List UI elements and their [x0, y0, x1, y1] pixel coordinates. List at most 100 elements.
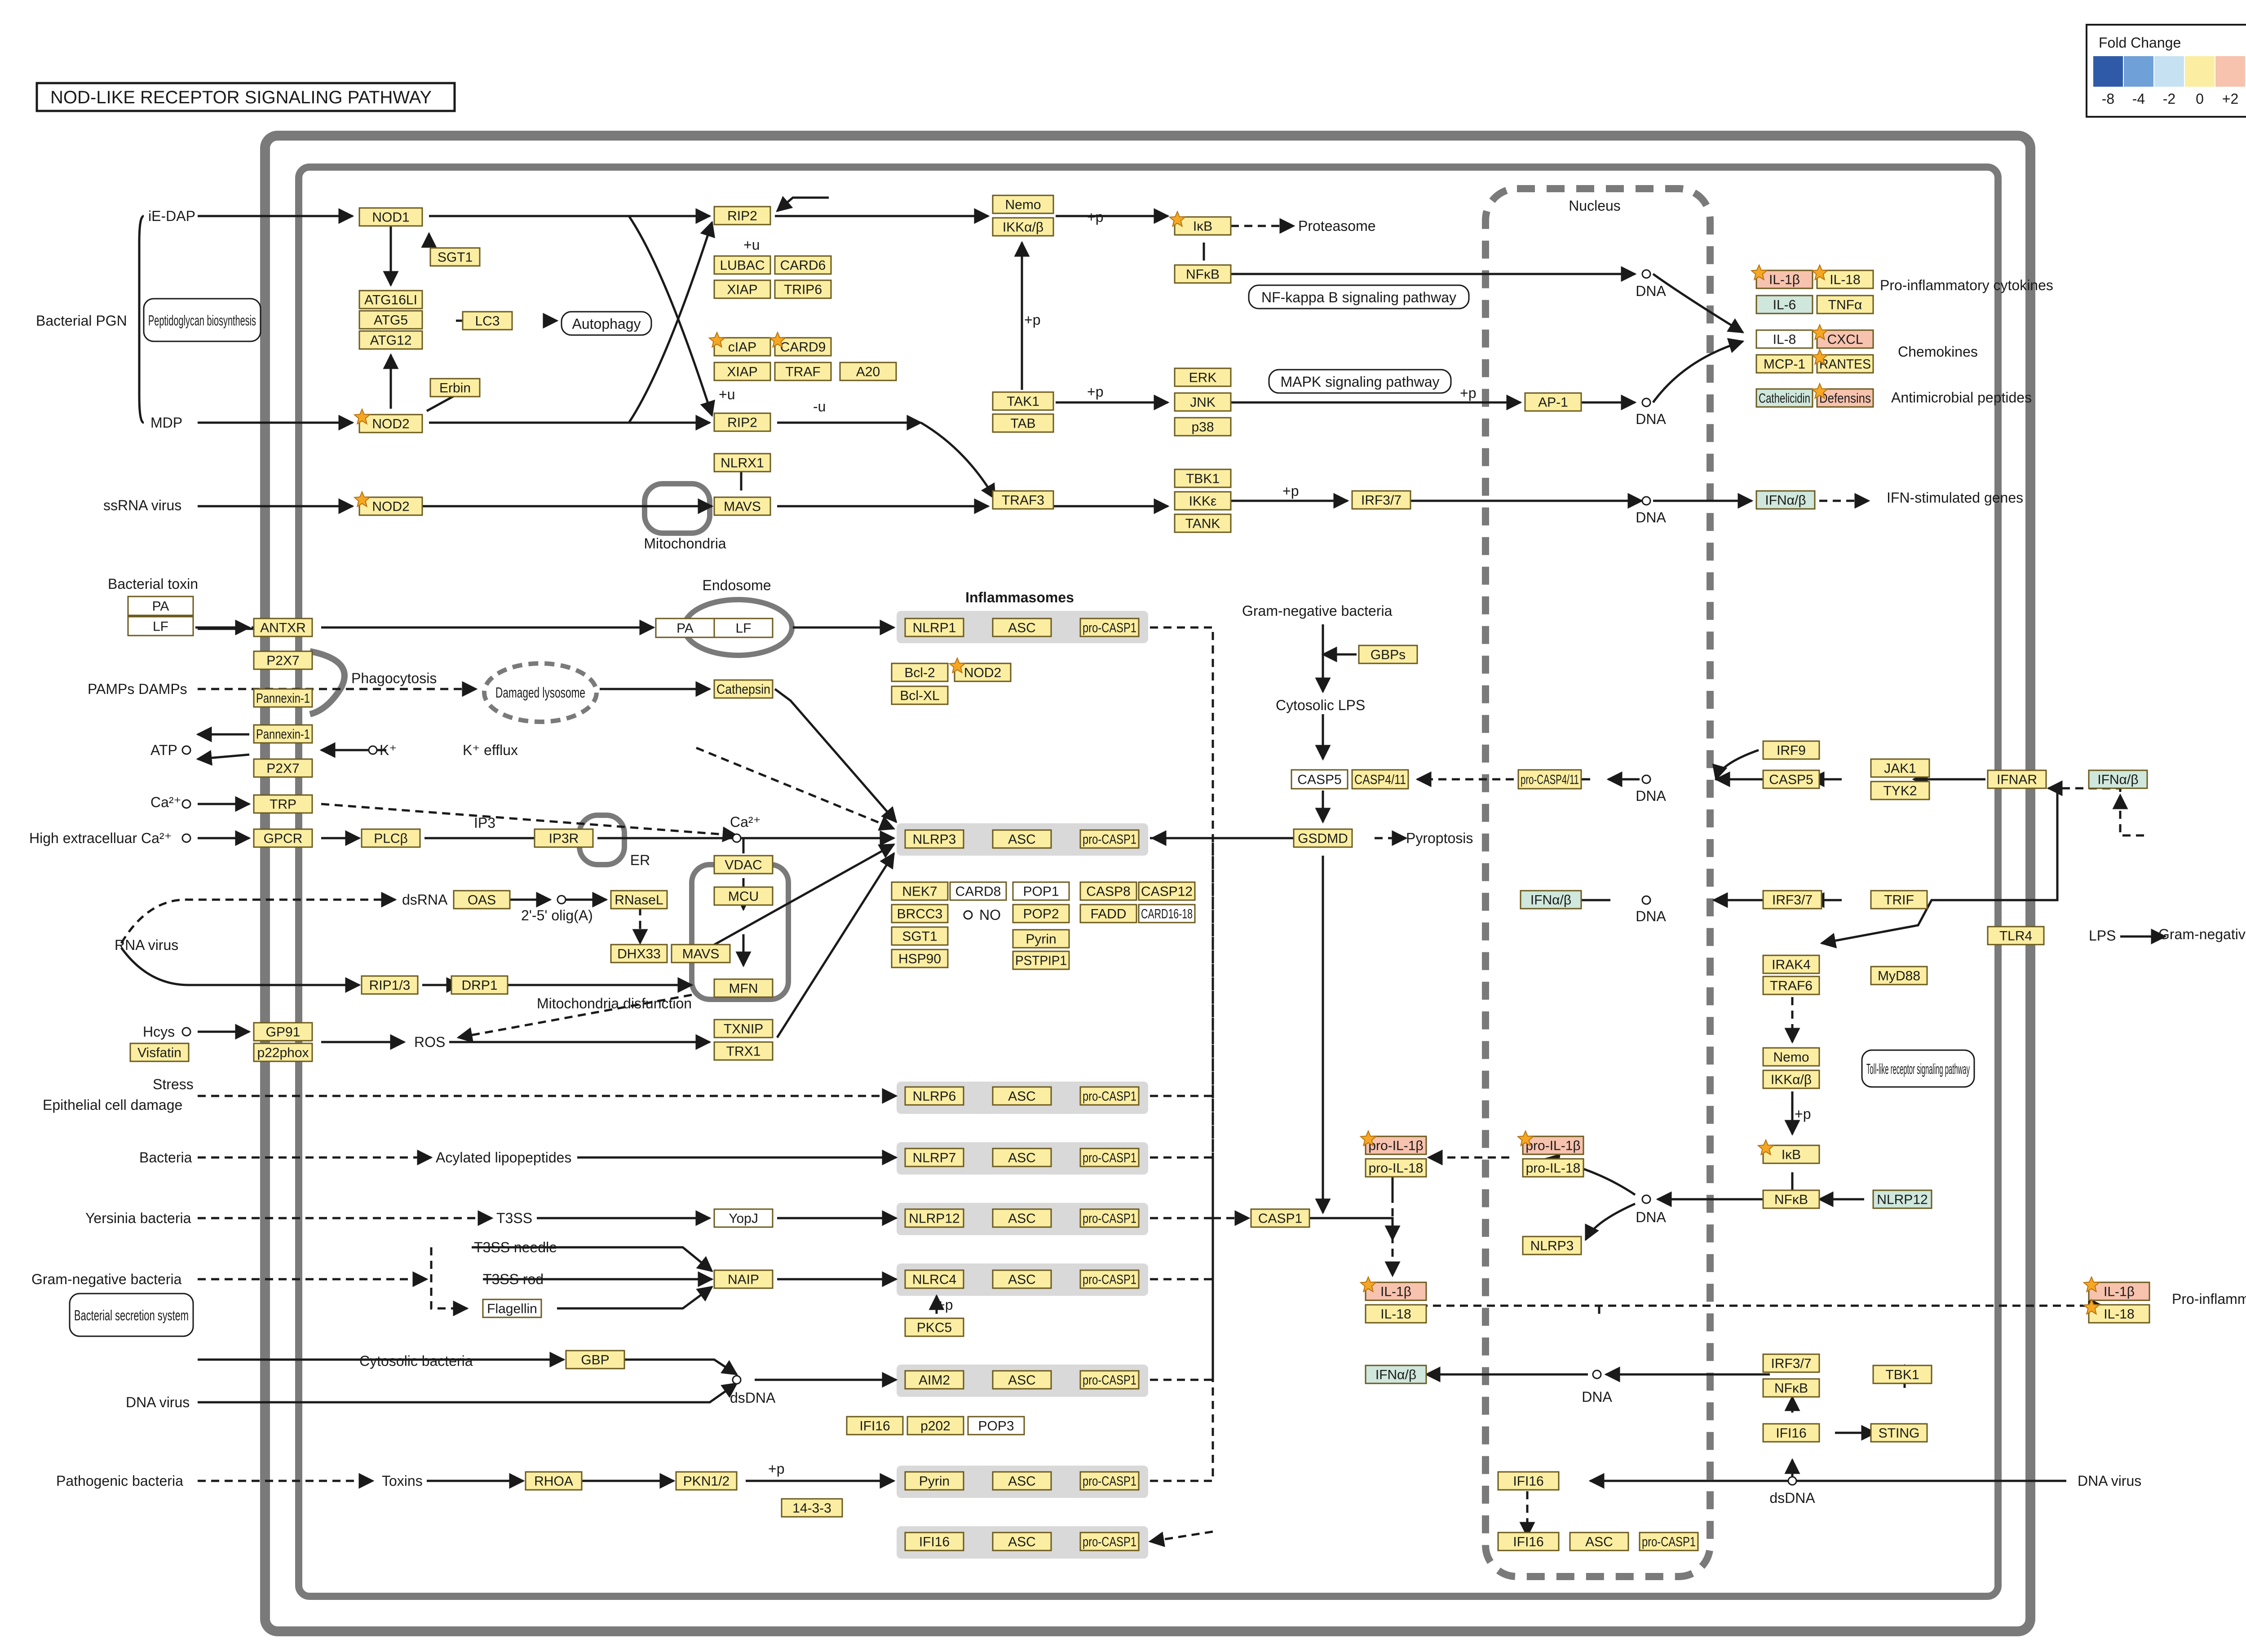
gene-node-proil18a[interactable]: pro-IL-18	[1365, 1158, 1427, 1178]
gene-node-nlrp1[interactable]: NLRP1	[904, 618, 964, 637]
gene-node-txnip[interactable]: TXNIP	[713, 1019, 774, 1038]
gene-node-pkn12[interactable]: PKN1/2	[675, 1471, 738, 1491]
gene-node-flagellin[interactable]: Flagellin	[482, 1299, 542, 1318]
gene-node-naip[interactable]: NAIP	[713, 1269, 774, 1289]
gene-node-xiapa[interactable]: XIAP	[713, 279, 771, 299]
gene-node-procasp1a[interactable]: pro-CASP1	[1079, 618, 1140, 637]
gene-node-ifi16e[interactable]: IFI16	[1762, 1423, 1820, 1443]
gene-node-nlrp6[interactable]: NLRP6	[904, 1086, 964, 1106]
gene-node-tlr4[interactable]: TLR4	[1987, 926, 2045, 945]
gene-node-procasp1f[interactable]: pro-CASP1	[1079, 1269, 1140, 1289]
gene-node-pannexin1a[interactable]: Pannexin-1	[253, 688, 313, 708]
gene-node-ifi16d[interactable]: IFI16	[1497, 1532, 1560, 1551]
gene-node-procasp411[interactable]: pro-CASP4/11	[1517, 769, 1582, 790]
gene-node-pstpip1[interactable]: PSTPIP1	[1012, 950, 1070, 970]
gene-node-irf37b[interactable]: IRF3/7	[1762, 890, 1822, 910]
gene-node-casp5a[interactable]: CASP5	[1291, 769, 1348, 790]
gene-node-nlrp7[interactable]: NLRP7	[904, 1148, 964, 1167]
gene-node-procasp1e[interactable]: pro-CASP1	[1079, 1208, 1140, 1228]
gene-node-myd88[interactable]: MyD88	[1870, 966, 1928, 985]
gene-node-il6[interactable]: IL-6	[1755, 295, 1813, 314]
gene-node-procasp1d[interactable]: pro-CASP1	[1079, 1148, 1140, 1167]
gene-node-ifi16a[interactable]: IFI16	[846, 1416, 904, 1436]
gene-node-gbp[interactable]: GBP	[565, 1350, 625, 1369]
gene-node-p2x7a[interactable]: P2X7	[253, 650, 313, 670]
pathway-link-nfkb[interactable]: NF-kappa B signaling pathway	[1248, 284, 1470, 309]
pathway-link-autophagy[interactable]: Autophagy	[561, 311, 652, 336]
gene-node-p22phox[interactable]: p22phox	[253, 1042, 313, 1062]
gene-node-plcb[interactable]: PLCβ	[361, 828, 421, 848]
gene-node-ikb2[interactable]: IκB	[1757, 1139, 1820, 1164]
gene-node-traf[interactable]: TRAF	[774, 362, 832, 381]
gene-node-lf2[interactable]: LF	[713, 618, 774, 638]
gene-node-card9[interactable]: CARD9	[769, 331, 832, 357]
gene-node-casp5b[interactable]: CASP5	[1762, 769, 1820, 789]
gene-node-pannexin1b[interactable]: Pannexin-1	[253, 724, 313, 744]
gene-node-nlrp3a[interactable]: NLRP3	[904, 829, 964, 849]
gene-node-nemo1[interactable]: Nemo	[992, 194, 1054, 214]
gene-node-brcc3[interactable]: BRCC3	[891, 904, 949, 923]
gene-node-card8[interactable]: CARD8	[949, 881, 1007, 901]
gene-node-trx1[interactable]: TRX1	[713, 1041, 774, 1061]
gene-node-ikke[interactable]: IKKε	[1174, 491, 1232, 511]
gene-node-casp1[interactable]: CASP1	[1250, 1208, 1310, 1228]
gene-node-nfkb3[interactable]: NFκB	[1762, 1378, 1820, 1398]
gene-node-tbk1a[interactable]: TBK1	[1174, 468, 1232, 488]
gene-node-card6[interactable]: CARD6	[774, 255, 832, 275]
gene-node-sgt1b[interactable]: SGT1	[891, 926, 949, 946]
gene-node-irak4[interactable]: IRAK4	[1762, 954, 1820, 974]
gene-node-trp[interactable]: TRP	[253, 794, 313, 814]
gene-node-ifi16b[interactable]: IFI16	[904, 1532, 964, 1551]
gene-node-sgt1[interactable]: SGT1	[429, 247, 481, 267]
gene-node-irf37c[interactable]: IRF3/7	[1762, 1353, 1820, 1373]
gene-node-procasp1i[interactable]: pro-CASP1	[1079, 1532, 1140, 1551]
gene-node-asc7[interactable]: ASC	[992, 1370, 1052, 1390]
gene-node-ifnab1[interactable]: IFNα/β	[1755, 490, 1816, 510]
gene-node-yopj[interactable]: YopJ	[713, 1208, 774, 1228]
gene-node-nlrp12b[interactable]: NLRP12	[1872, 1189, 1932, 1209]
gene-node-nod2b[interactable]: NOD2	[353, 490, 423, 516]
gene-node-lubac[interactable]: LUBAC	[713, 255, 771, 275]
gene-node-oas[interactable]: OAS	[453, 890, 511, 910]
gene-node-jak1[interactable]: JAK1	[1870, 758, 1930, 778]
gene-node-il1b3[interactable]: IL-1β	[2082, 1276, 2150, 1301]
gene-node-bclxl[interactable]: Bcl-XL	[891, 685, 949, 705]
gene-node-asc10[interactable]: ASC	[1569, 1532, 1629, 1551]
gene-node-traf6[interactable]: TRAF6	[1762, 976, 1820, 995]
gene-node-1433[interactable]: 14-3-3	[781, 1498, 843, 1518]
gene-node-rhoa[interactable]: RHOA	[525, 1471, 583, 1491]
gene-node-ifnab3[interactable]: IFNα/β	[1520, 890, 1582, 910]
gene-node-lf1[interactable]: LF	[127, 616, 194, 636]
gene-node-atg16l1[interactable]: ATG16LI	[358, 290, 423, 309]
gene-node-ikb1[interactable]: IκB	[1168, 210, 1232, 236]
gene-node-pa1[interactable]: PA	[127, 596, 194, 616]
gene-node-pyrin2[interactable]: Pyrin	[904, 1471, 964, 1491]
gene-node-atg12[interactable]: ATG12	[358, 330, 423, 350]
gene-node-irf37a[interactable]: IRF3/7	[1351, 490, 1411, 510]
gene-node-erbin[interactable]: Erbin	[429, 378, 481, 398]
gene-node-pkc5[interactable]: PKC5	[904, 1317, 964, 1337]
gene-node-gpcr[interactable]: GPCR	[253, 828, 313, 848]
gene-node-ap1[interactable]: AP-1	[1524, 392, 1582, 412]
gene-node-p202[interactable]: p202	[906, 1416, 964, 1436]
gene-node-il1b2[interactable]: IL-1β	[1359, 1276, 1427, 1301]
gene-node-fadd[interactable]: FADD	[1079, 904, 1137, 923]
gene-node-pop2[interactable]: POP2	[1012, 904, 1070, 923]
gene-node-cxcl[interactable]: CXCL	[1811, 323, 1874, 349]
gene-node-tyk2[interactable]: TYK2	[1870, 781, 1930, 800]
gene-node-trif[interactable]: TRIF	[1870, 890, 1928, 910]
gene-node-sting[interactable]: STING	[1870, 1423, 1928, 1443]
gene-node-nlrp12a[interactable]: NLRP12	[904, 1208, 964, 1228]
gene-node-mfn[interactable]: MFN	[713, 978, 774, 998]
gene-node-traf3[interactable]: TRAF3	[992, 490, 1054, 510]
gene-node-mcp1[interactable]: MCP-1	[1755, 354, 1813, 374]
gene-node-gsdmd[interactable]: GSDMD	[1293, 828, 1353, 848]
gene-node-asc5[interactable]: ASC	[992, 1208, 1052, 1228]
gene-node-ikkab2[interactable]: IKKα/β	[1762, 1069, 1820, 1089]
gene-node-defensins[interactable]: Defensins	[1811, 382, 1874, 408]
gene-node-procasp1j[interactable]: pro-CASP1	[1639, 1532, 1699, 1551]
gene-node-visfatin[interactable]: Visfatin	[129, 1042, 190, 1062]
gene-node-nlrx1[interactable]: NLRX1	[713, 453, 771, 473]
gene-node-asc2[interactable]: ASC	[992, 829, 1052, 849]
gene-node-asc9[interactable]: ASC	[992, 1532, 1052, 1551]
